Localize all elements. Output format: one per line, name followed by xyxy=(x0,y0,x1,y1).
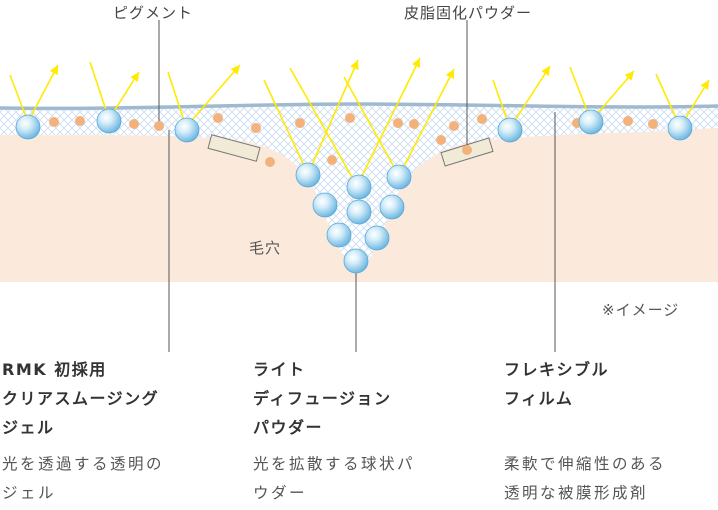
pigment-dot xyxy=(154,121,164,131)
arrow-head xyxy=(445,69,454,80)
powder-desc-line: ウダー xyxy=(253,484,308,502)
diffusion-sphere xyxy=(379,194,405,220)
pigment-dot xyxy=(75,116,85,126)
skin-area xyxy=(0,128,718,282)
pigment-dot xyxy=(477,114,487,124)
pigment-dot xyxy=(213,113,223,123)
arrow-head xyxy=(230,65,240,75)
pigment-dot xyxy=(462,145,472,155)
diffusion-powder-spheres xyxy=(15,108,693,274)
powder-desc-line: 光を拡散する球状パ xyxy=(253,455,416,473)
diffusion-sphere xyxy=(386,164,412,190)
pigment-dot xyxy=(409,119,419,129)
arrow-head xyxy=(411,58,421,69)
sebum-powder-plate-left xyxy=(207,134,261,162)
pigment-dot xyxy=(648,119,658,129)
leader-lines xyxy=(158,20,556,352)
sebum-powder-label: 皮脂固化パウダー xyxy=(404,4,533,22)
arrow-head xyxy=(541,66,550,77)
film-desc-line: 透明な被膜形成剤 xyxy=(504,484,649,502)
image-note: ※イメージ xyxy=(602,301,680,319)
diffusion-sphere xyxy=(326,222,352,248)
flexible-film-line xyxy=(0,102,718,111)
powder-title-line: ライト xyxy=(253,360,306,379)
pigment-label: ピグメント xyxy=(113,4,194,22)
pigment-dots xyxy=(49,113,658,167)
pigment-dot xyxy=(265,157,275,167)
pigment-dot xyxy=(251,123,261,133)
gel-title-line: クリアスムージング xyxy=(2,389,160,408)
gel-title-line: ジェル xyxy=(2,418,55,437)
film-title-line: フィルム xyxy=(504,389,574,408)
powder-title-line: パウダー xyxy=(253,418,324,437)
diffusion-sphere xyxy=(15,114,41,140)
column-powder: ライト ディフュージョン パウダー 光を拡散する球状パ ウダー xyxy=(253,355,415,508)
pigment-dot xyxy=(436,135,446,145)
pigment-dot xyxy=(449,121,459,131)
diffusion-sphere xyxy=(295,162,321,188)
diffusion-sphere xyxy=(174,117,200,143)
film-title-line: フレキシブル xyxy=(504,360,610,379)
arrow-head xyxy=(49,65,58,76)
pigment-dot xyxy=(393,118,403,128)
diffusion-sphere xyxy=(578,109,604,135)
gel-title-line: RMK 初採用 xyxy=(2,360,107,379)
diffusion-sphere xyxy=(346,199,372,225)
pore-label: 毛穴 xyxy=(249,239,282,257)
pigment-dot xyxy=(623,116,633,126)
pigment-dot xyxy=(327,155,337,165)
arrow-head xyxy=(350,60,359,71)
diffusion-sphere xyxy=(364,225,390,251)
diffusion-sphere xyxy=(497,117,523,143)
pigment-dot xyxy=(345,113,355,123)
pigment-dot xyxy=(129,119,139,129)
gel-desc-line: 光を透過する透明の xyxy=(2,455,165,473)
arrow-head xyxy=(130,72,139,83)
arrow-head xyxy=(624,71,634,81)
powder-title-line: ディフュージョン xyxy=(253,389,392,408)
diffusion-sphere xyxy=(667,115,693,141)
pigment-dot xyxy=(49,117,59,127)
diffusion-sphere xyxy=(343,248,369,274)
arrow-head xyxy=(700,80,709,91)
gel-desc-line: ジェル xyxy=(2,484,57,502)
pigment-dot xyxy=(295,118,305,128)
film-desc-line: 柔軟で伸縮性のある xyxy=(504,455,667,473)
column-gel: RMK 初採用 クリアスムージング ジェル 光を透過する透明の ジェル xyxy=(2,355,164,508)
diffusion-sphere xyxy=(312,192,338,218)
column-film: フレキシブル フィルム 柔軟で伸縮性のある 透明な被膜形成剤 xyxy=(504,355,666,508)
diffusion-sphere xyxy=(346,174,372,200)
diffusion-sphere xyxy=(96,108,122,134)
